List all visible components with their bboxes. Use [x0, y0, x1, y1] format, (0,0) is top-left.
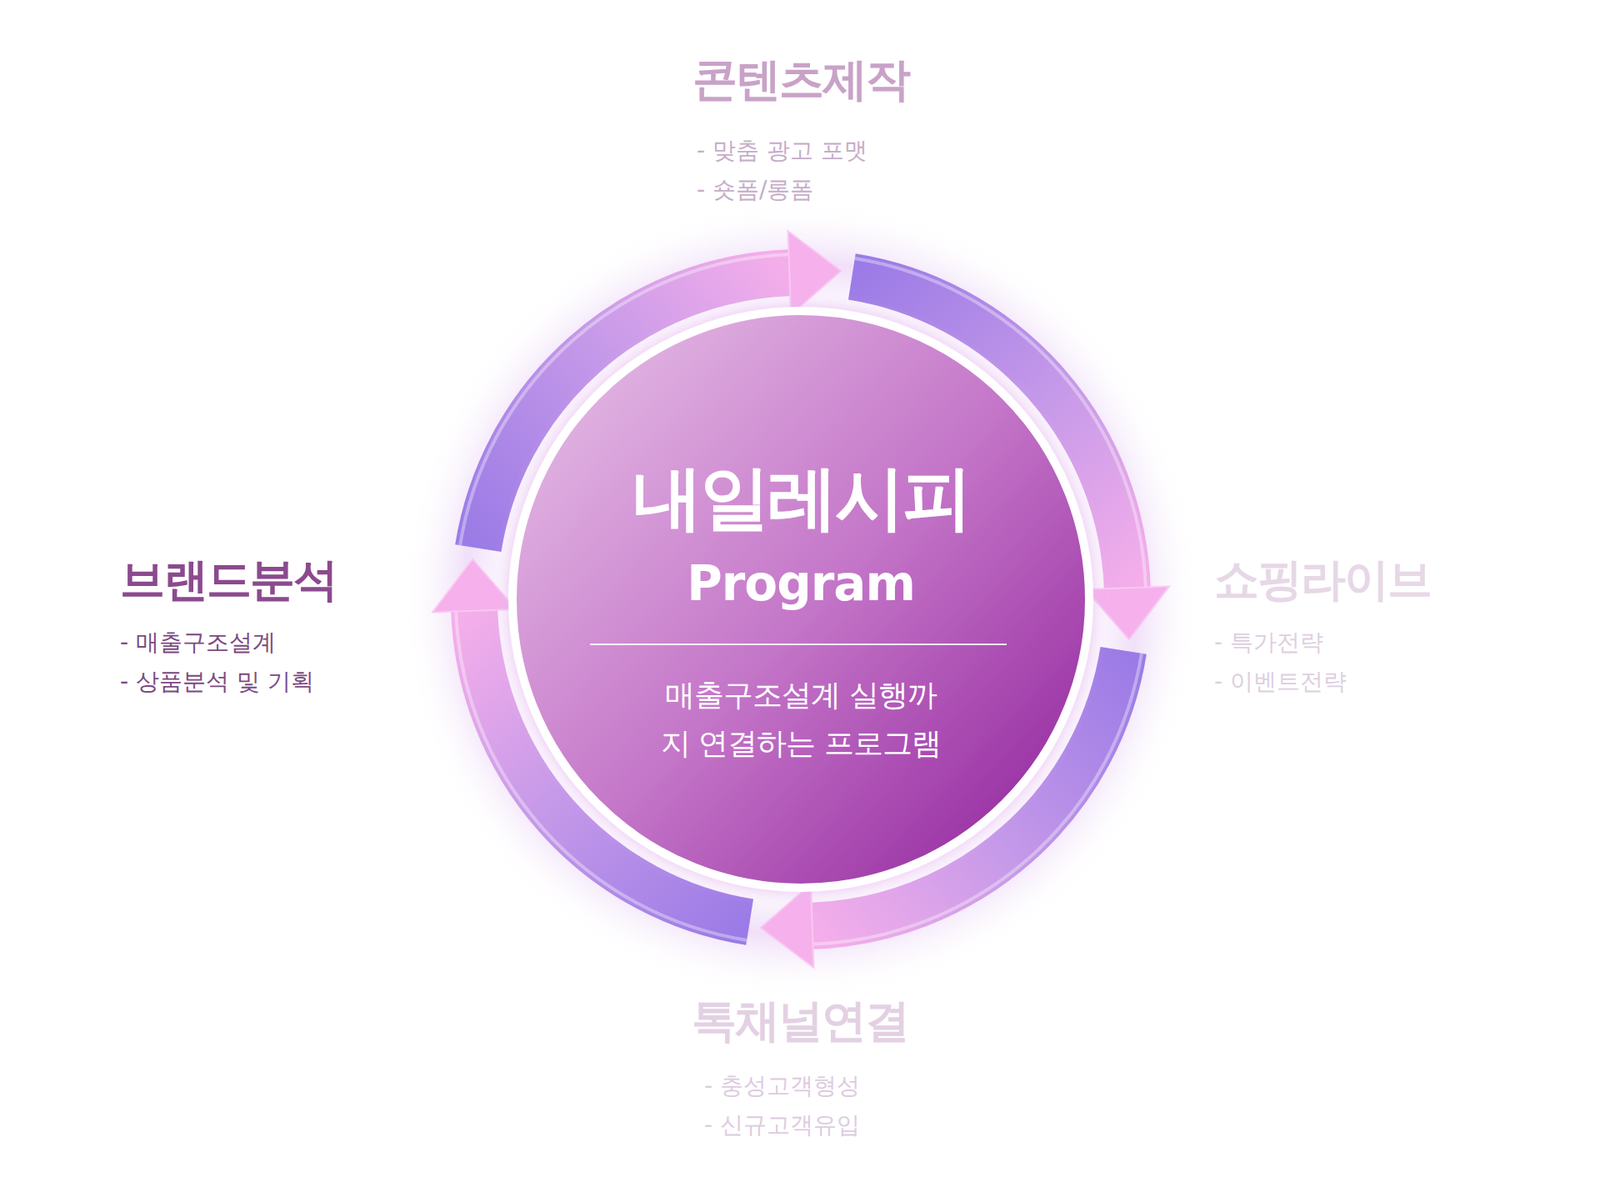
arrow-head [760, 884, 815, 968]
arrow-head [432, 559, 516, 613]
center-circle: 내일레시피 Program 매출구조설계 실행까지 연결하는 프로그램 [507, 305, 1095, 893]
program-description: 매출구조설계 실행까지 연결하는 프로그램 [592, 670, 1010, 768]
stage-title: 쇼핑라이브 [1214, 555, 1490, 605]
stage-bullet: - 신규고객유입 [666, 1105, 934, 1145]
halo-glow [400, 199, 1201, 1000]
program-title: 내일레시피 [507, 460, 1095, 535]
stage-bullet: - 매출구조설계 [120, 622, 420, 662]
stage-title: 브랜드분석 [120, 555, 420, 605]
stage-label: 콘텐츠제작 - 맞춤 광고 포맷- 숏폼/롱폼 [671, 55, 930, 210]
stage-title: 콘텐츠제작 [671, 55, 930, 105]
stage-bullet: - 이벤트전략 [1214, 661, 1490, 701]
stage-bullet: - 상품분석 및 기획 [120, 661, 420, 701]
stage-label: 쇼핑라이브 - 특가전략- 이벤트전략 [1214, 555, 1490, 701]
arrow-head [788, 230, 842, 315]
stage-label: 톡채널연결 - 충성고객형성- 신규고객유입 [666, 995, 934, 1145]
stage-bullet: - 숏폼/롱폼 [671, 170, 930, 210]
stage-title: 톡채널연결 [666, 995, 934, 1046]
stage-bullet: - 특가전략 [1214, 622, 1490, 662]
stage-bullet: - 맞춤 광고 포맷 [671, 130, 930, 170]
divider-line [590, 643, 1007, 645]
stage-label: 브랜드분석 - 매출구조설계- 상품분석 및 기획 [120, 555, 420, 701]
program-subtitle: Program [507, 555, 1095, 611]
stage-bullet: - 충성고객형성 [666, 1065, 934, 1105]
arrow-head [1085, 586, 1170, 640]
